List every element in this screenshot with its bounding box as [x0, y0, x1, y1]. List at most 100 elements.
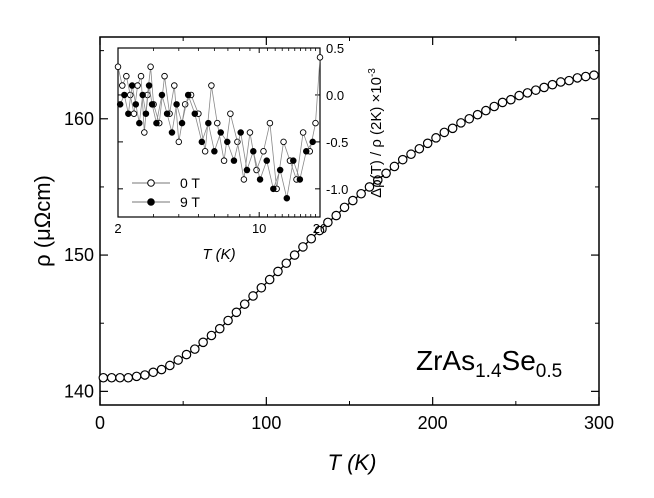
- inset-data-point-1: [211, 148, 218, 155]
- inset-data-point-1: [243, 166, 251, 174]
- inset-data-point-1: [145, 82, 153, 89]
- inset-data-point-1: [237, 129, 244, 136]
- inset-series-line-1: [119, 85, 314, 199]
- main-data-point: [564, 75, 574, 86]
- main-data-point: [472, 109, 483, 120]
- main-data-point: [323, 217, 333, 228]
- inset-data-point-1: [128, 82, 136, 89]
- main-data-point: [572, 73, 583, 83]
- main-data-point: [98, 372, 109, 383]
- main-y-axis-title-text: ρ (μΩcm): [30, 175, 55, 267]
- inset-y-tick-label: -1.0: [326, 182, 348, 197]
- inset-data-point-0: [141, 129, 148, 136]
- main-data-point: [522, 88, 533, 98]
- main-y-axis-title: ρ (μΩcm): [30, 175, 55, 267]
- inset-data-point-0: [312, 119, 319, 127]
- main-data-point: [298, 242, 308, 252]
- main-y-tick-label: 160: [64, 109, 94, 129]
- main-data-point: [497, 97, 508, 108]
- main-data-point: [115, 372, 125, 383]
- inset-data-point-0: [171, 82, 178, 89]
- inset-y-axis-title: Δρ(T) / ρ (2K) ×10-3: [367, 68, 385, 198]
- inset-y-axis-title-text: Δρ(T) / ρ (2K) ×10: [368, 77, 385, 198]
- inset-data-point-1: [224, 138, 231, 146]
- main-data-point: [481, 105, 491, 116]
- legend-marker-9T: [147, 198, 155, 206]
- main-data-point: [140, 370, 150, 380]
- compound-label-sub2: 0.5: [536, 361, 562, 382]
- main-data-point: [214, 323, 225, 334]
- main-data-point: [589, 70, 599, 80]
- inset-x-tick-label: 2: [114, 221, 121, 236]
- main-data-point: [464, 113, 475, 124]
- main-data-point: [306, 233, 317, 244]
- legend-label-9T: 9 T: [180, 194, 200, 210]
- main-data-point: [131, 371, 142, 382]
- main-data-point: [389, 161, 400, 172]
- main-data-point: [439, 127, 450, 138]
- inset-data-point-1: [263, 157, 271, 164]
- legend-marker-0T: [147, 179, 155, 187]
- main-data-point: [231, 307, 242, 318]
- inset-data-point-1: [198, 138, 206, 146]
- inset-data-point-1: [136, 119, 143, 127]
- inset-y-tick-label: 0.5: [326, 41, 344, 56]
- main-data-point: [173, 355, 183, 365]
- main-data-point: [489, 101, 500, 112]
- inset-x-axis-title-text: T (K): [202, 246, 235, 263]
- inset-data-point-1: [309, 138, 316, 146]
- inset-data-point-1: [256, 176, 264, 183]
- main-data-point: [223, 315, 233, 326]
- inset-data-point-0: [220, 157, 228, 164]
- inset-data-point-1: [168, 129, 176, 136]
- inset-data-point-1: [205, 119, 212, 127]
- main-data-point: [364, 182, 375, 192]
- inset-data-point-0: [299, 129, 307, 136]
- inset-data-point-1: [270, 185, 277, 193]
- main-data-point: [206, 330, 217, 341]
- inset-data-point-1: [290, 157, 297, 164]
- inset-data-point-0: [201, 148, 209, 155]
- inset-data-point-1: [217, 129, 224, 136]
- main-data-point: [381, 168, 391, 179]
- inset-data-point-1: [283, 194, 291, 202]
- main-x-tick-label: 100: [251, 413, 281, 433]
- main-data-point: [181, 349, 192, 360]
- main-data-point: [339, 202, 350, 213]
- inset-data-point-0: [137, 72, 145, 80]
- inset-data-point-1: [296, 176, 304, 183]
- main-data-point: [397, 154, 408, 165]
- inset-legend: 0 T 9 T: [132, 175, 200, 210]
- inset-data-point-1: [173, 101, 180, 108]
- inset-series: [114, 54, 324, 202]
- inset-data-point-0: [227, 110, 234, 117]
- main-x-axis-title: T (K): [328, 450, 377, 475]
- main-y-tick-label: 150: [64, 245, 94, 265]
- main-data-point: [239, 299, 250, 309]
- inset-data-point-0: [246, 129, 254, 136]
- main-series: [98, 70, 599, 383]
- inset-data-point-0: [130, 110, 138, 117]
- main-data-point: [106, 372, 117, 383]
- main-data-point: [422, 138, 433, 149]
- inset-y-axis-title-sup: -3: [367, 68, 378, 77]
- inset-data-point-1: [148, 101, 156, 108]
- inset-data-point-1: [158, 91, 166, 99]
- main-x-tick-label: 200: [418, 413, 448, 433]
- inset-data-point-0: [161, 72, 168, 80]
- inset-data-point-0: [175, 138, 183, 146]
- inset-plot-frame: [117, 47, 321, 218]
- inset-data-point-1: [230, 157, 238, 164]
- compound-label-sub1: 1.4: [475, 361, 502, 382]
- inset-data-point-1: [139, 91, 146, 99]
- inset-data-point-0: [147, 63, 154, 71]
- main-data-point: [414, 143, 425, 154]
- main-data-point: [273, 266, 283, 277]
- inset-data-point-0: [123, 72, 130, 80]
- inset-y-tick-label: -0.5: [326, 135, 348, 150]
- main-data-point: [555, 77, 566, 87]
- inset-data-point-1: [303, 148, 310, 155]
- main-data-point: [248, 291, 258, 301]
- inset-data-point-1: [132, 101, 140, 108]
